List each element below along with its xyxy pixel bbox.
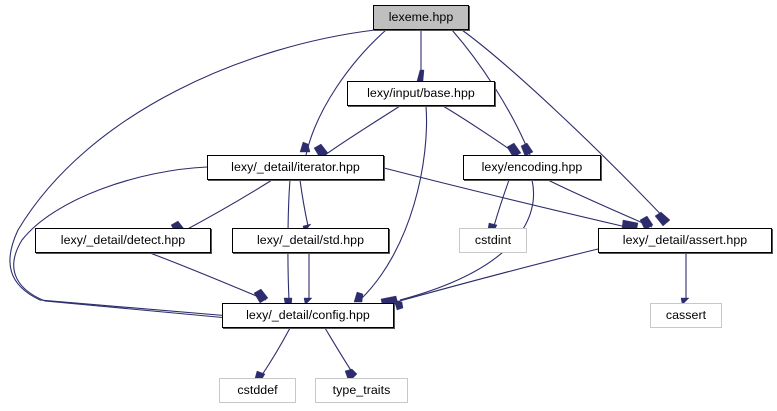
graph-node-label: lexy/_detail/iterator.hpp <box>231 160 360 175</box>
graph-node-cassert[interactable]: cassert <box>650 303 722 328</box>
graph-node-config[interactable]: lexy/_detail/config.hpp <box>222 303 394 328</box>
graph-arrowhead-lexeme-to-assert <box>654 211 671 227</box>
graph-arrowhead-lexeme-to-iterator <box>299 141 311 153</box>
graph-node-label: cstdint <box>474 233 512 248</box>
graph-node-label: lexy/_detail/std.hpp <box>256 233 365 248</box>
graph-node-label: lexeme.hpp <box>388 10 454 25</box>
graph-edge-base-to-iterator <box>324 105 401 156</box>
graph-edge-encoding-to-assert <box>547 179 653 228</box>
graph-edge-iterator-to-config <box>13 166 229 319</box>
graph-node-cstddef[interactable]: cstddef <box>219 378 296 403</box>
graph-edge-base-to-config <box>359 105 428 301</box>
graph-node-detect[interactable]: lexy/_detail/detect.hpp <box>35 228 211 253</box>
graph-edge-detect-to-config <box>149 252 267 301</box>
graph-edge-config-to-typetraits <box>324 327 355 376</box>
graph-arrowhead-detect-to-config <box>253 288 269 304</box>
graph-node-lexeme: lexeme.hpp <box>373 5 469 30</box>
graph-node-std[interactable]: lexy/_detail/std.hpp <box>232 228 389 253</box>
graph-edge-iterator-to-std <box>299 179 309 227</box>
graph-edge-lexeme-to-iterator <box>305 29 387 156</box>
graph-node-encoding[interactable]: lexy/encoding.hpp <box>463 155 601 180</box>
graph-node-typetraits[interactable]: type_traits <box>315 378 408 403</box>
graph-node-iterator[interactable]: lexy/_detail/iterator.hpp <box>207 155 384 180</box>
graph-node-label: lexy/_detail/config.hpp <box>246 308 370 323</box>
graph-node-base[interactable]: lexy/input/base.hpp <box>347 81 495 106</box>
graph-edge-lexeme-to-assert <box>461 29 669 223</box>
graph-node-label: lexy/encoding.hpp <box>481 160 583 175</box>
graph-arrowhead-lexeme-to-base <box>416 69 425 82</box>
graph-node-cstdint[interactable]: cstdint <box>459 228 527 253</box>
graph-edge-encoding-to-cstdint <box>493 179 510 227</box>
graph-arrowhead-iterator-to-assert <box>621 219 639 229</box>
graph-arrowhead-base-to-config <box>353 291 364 303</box>
graph-node-label: cstddef <box>237 383 278 398</box>
graph-edge-iterator-to-assert <box>383 167 623 227</box>
graph-node-label: cassert <box>665 308 707 323</box>
graph-node-label: lexy/_detail/assert.hpp <box>622 233 748 248</box>
graph-edge-config-to-cstddef <box>261 327 291 376</box>
graph-edge-assert-to-config <box>395 248 599 303</box>
graph-edge-base-to-encoding <box>442 105 519 156</box>
graph-edge-iterator-to-detect <box>181 179 273 233</box>
graph-node-label: type_traits <box>332 383 391 398</box>
graph-arrowhead-lexeme-to-encoding <box>520 142 534 157</box>
graph-node-label: lexy/_detail/detect.hpp <box>60 233 186 248</box>
graph-node-assert[interactable]: lexy/_detail/assert.hpp <box>598 228 772 253</box>
graph-edge-lexeme-to-detect <box>9 29 376 317</box>
graph-node-label: lexy/input/base.hpp <box>367 86 475 101</box>
